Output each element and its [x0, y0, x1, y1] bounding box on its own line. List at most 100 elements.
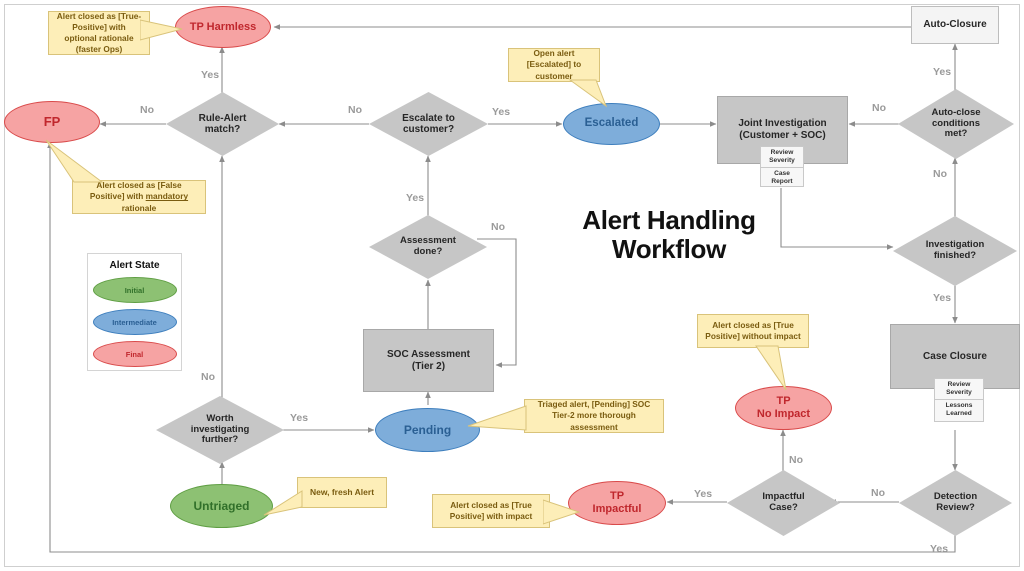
decision-line2: match? [204, 124, 241, 135]
decision-line1: Detection [933, 491, 978, 503]
sublist-line1: Review [947, 381, 971, 388]
node-auto-closure-label: Auto-Closure [923, 19, 987, 31]
decision-auto-close-conditions[interactable]: Auto-close conditions met? [898, 89, 1014, 159]
case-closure-sublist: Review Severity Lessons Learned [934, 378, 984, 422]
callout-tail-tp-harmless [140, 19, 183, 41]
edge-label-assessment-yes: Yes [406, 192, 425, 204]
node-tp-no-impact[interactable]: TP No Impact [735, 386, 832, 430]
callout-tail-untriaged [263, 490, 303, 516]
callout-tail-tp-no-impact [755, 345, 787, 391]
sublist-line1: Case [774, 170, 790, 178]
edge-label-worth-yes: Yes [290, 412, 309, 424]
node-tp-harmless[interactable]: TP Harmless [175, 6, 271, 48]
page-title: Alert Handling Workflow [524, 205, 814, 265]
sublist-line2: Severity [946, 389, 972, 397]
legend-item-label: Initial [124, 285, 145, 295]
edge-label-investigation-yes: Yes [933, 292, 952, 304]
sublist-line2: Severity [769, 157, 795, 165]
node-soc-assessment-line2: (Tier 2) [411, 360, 446, 372]
callout-tp-impactful: Alert closed as [True Positive] with imp… [432, 494, 550, 528]
node-soc-assessment[interactable]: SOC Assessment (Tier 2) [363, 329, 494, 392]
callout-escalated: Open alert [Escalated] to customer [508, 48, 600, 82]
decision-line1: Investigation [925, 239, 985, 251]
legend-item-intermediate: Intermediate [92, 309, 177, 335]
sublist-row: Review Severity [935, 379, 983, 399]
decision-label: Escalate to customer? [369, 92, 488, 156]
sublist-row: Review Severity [761, 147, 803, 167]
node-joint-investigation-line2: (Customer + SOC) [739, 130, 826, 141]
sublist-line2: Learned [946, 410, 972, 418]
callout-untriaged: New, fresh Alert [297, 477, 387, 508]
edge-label-rule-no: No [140, 104, 154, 116]
decision-label: Rule-Alert match? [166, 92, 279, 156]
node-soc-assessment-line1: SOC Assessment [387, 348, 470, 360]
callout-tp-harmless: Alert closed as [True-Positive] with opt… [48, 11, 150, 55]
sublist-row: Case Report [761, 167, 803, 188]
decision-escalate-to-customer[interactable]: Escalate to customer? [369, 92, 488, 156]
node-fp-label: FP [43, 114, 61, 130]
decision-label: Auto-close conditions met? [898, 89, 1014, 159]
legend-title: Alert State [109, 260, 160, 271]
decision-line3: further? [201, 434, 239, 446]
callout-tail-fp [45, 139, 104, 183]
callout-fp: Alert closed as [False Positive] with ma… [72, 180, 206, 214]
node-tp-no-impact-line2: No Impact [756, 408, 811, 420]
callout-fp-pre: Alert closed as [False Positive] with [89, 180, 182, 202]
edge-label-autoclose-yes: Yes [933, 66, 952, 78]
edge-label-assessment-no: No [491, 221, 505, 233]
title-line-2: Workflow [611, 234, 727, 265]
callout-fp-post: rationale [121, 202, 157, 213]
edge-label-impactful-no: No [789, 454, 803, 466]
decision-line1: Assessment [400, 235, 456, 247]
decision-label: Impactful Case? [727, 470, 840, 536]
decision-label: Worth investigating further? [156, 396, 284, 464]
decision-label: Detection Review? [899, 470, 1012, 536]
callout-tail-escalated [568, 79, 608, 108]
diagram-frame [4, 4, 1020, 567]
node-tp-harmless-label: TP Harmless [189, 20, 257, 33]
decision-detection-review[interactable]: Detection Review? [899, 470, 1012, 536]
node-tp-impactful-line2: Impactful [592, 503, 642, 515]
decision-assessment-done[interactable]: Assessment done? [369, 215, 487, 279]
node-joint-investigation-line1: Joint Investigation [738, 118, 827, 130]
decision-label: Assessment done? [369, 215, 487, 279]
legend-item-label: Intermediate [112, 317, 157, 327]
edge-label-autoclose-no: No [872, 102, 886, 114]
sublist-row: Lessons Learned [935, 399, 983, 420]
node-fp[interactable]: FP [4, 101, 100, 143]
decision-line1: Escalate to [402, 112, 455, 124]
node-case-closure-label: Case Closure [923, 350, 987, 362]
joint-investigation-sublist: Review Severity Case Report [760, 146, 804, 187]
decision-label: Investigation finished? [893, 216, 1017, 286]
node-escalated-label: Escalated [584, 117, 639, 130]
node-untriaged[interactable]: Untriaged [170, 484, 273, 528]
legend-item-label: Final [125, 349, 144, 359]
decision-line2: customer? [402, 124, 455, 135]
decision-line1: Impactful [762, 491, 805, 503]
decision-worth-investigating[interactable]: Worth investigating further? [156, 396, 284, 464]
title-line-1: Alert Handling [582, 205, 756, 235]
node-auto-closure[interactable]: Auto-Closure [911, 6, 999, 44]
decision-line2: finished? [933, 250, 977, 261]
callout-tp-no-impact: Alert closed as [True Positive] without … [697, 314, 809, 348]
legend-item-initial: Initial [92, 277, 177, 303]
decision-rule-alert-match[interactable]: Rule-Alert match? [166, 92, 279, 156]
node-pending[interactable]: Pending [375, 408, 480, 452]
node-escalated[interactable]: Escalated [563, 103, 660, 145]
decision-impactful-case[interactable]: Impactful Case? [727, 470, 840, 536]
decision-line1: Rule-Alert [198, 112, 247, 124]
callout-pending: Triaged alert, [Pending] SOC Tier-2 more… [524, 399, 664, 433]
edge-label-worth-no: No [201, 371, 215, 383]
decision-line1: Worth [206, 412, 234, 424]
decision-line1: Auto-close [931, 106, 981, 118]
node-tp-impactful[interactable]: TP Impactful [568, 481, 666, 525]
callout-fp-emphasis: mandatory [145, 191, 189, 202]
decision-line2: conditions [931, 117, 981, 129]
callout-tail-pending [467, 405, 527, 431]
decision-investigation-finished[interactable]: Investigation finished? [893, 216, 1017, 286]
node-untriaged-label: Untriaged [193, 498, 250, 513]
node-pending-label: Pending [403, 422, 452, 437]
node-tp-no-impact-line1: TP [776, 395, 791, 408]
decision-line2: investigating [190, 423, 250, 435]
